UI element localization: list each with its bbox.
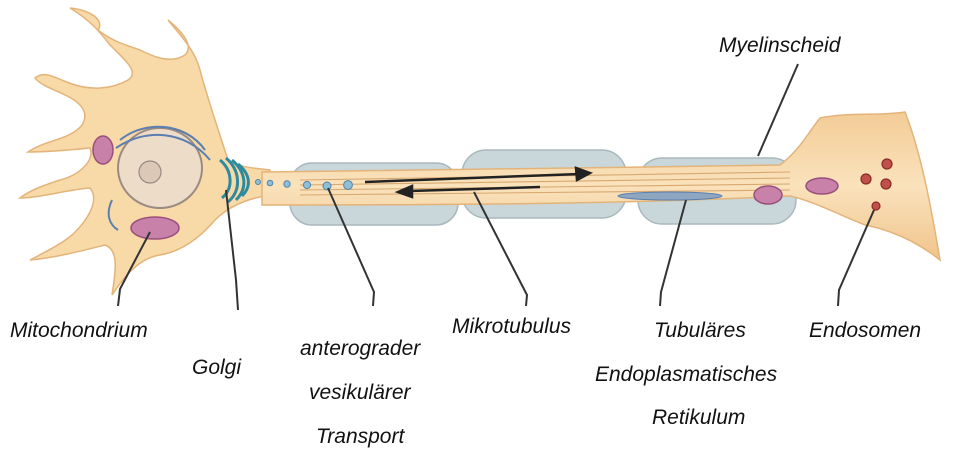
label-tubular-er-line1: Tubuläres: [654, 320, 746, 341]
mitochondrion: [131, 217, 179, 239]
vesicle: [267, 180, 273, 186]
vesicle: [256, 180, 261, 185]
vesicle: [323, 182, 331, 190]
label-myelinscheid: Myelinscheid: [719, 35, 840, 56]
leader-endosomen: [838, 210, 874, 306]
label-golgi: Golgi: [192, 357, 241, 378]
nucleolus: [139, 161, 161, 183]
endosome: [882, 159, 892, 169]
label-tubular-er-line2: Endoplasmatisches: [595, 364, 777, 385]
label-mikrotubulus: Mikrotubulus: [452, 316, 571, 337]
label-tubular-er-line3: Retikulum: [652, 407, 745, 428]
endosome: [861, 174, 871, 184]
label-mitochondrium: Mitochondrium: [10, 320, 148, 341]
mitochondrion: [754, 186, 782, 204]
label-anterograde-line3: Transport: [316, 426, 404, 447]
vesicle: [303, 181, 310, 188]
label-endosomen: Endosomen: [809, 320, 921, 341]
label-anterograde-line2: vesikulärer: [309, 382, 411, 403]
tubular-er: [618, 192, 722, 200]
label-anterograde-line1: anterograder: [300, 338, 420, 359]
vesicle: [344, 181, 353, 190]
leader-myelin: [758, 64, 798, 156]
endosome: [872, 202, 880, 210]
mitochondrion: [806, 178, 838, 194]
endosome: [881, 179, 891, 189]
mitochondrion: [93, 136, 113, 164]
vesicle: [284, 181, 290, 187]
